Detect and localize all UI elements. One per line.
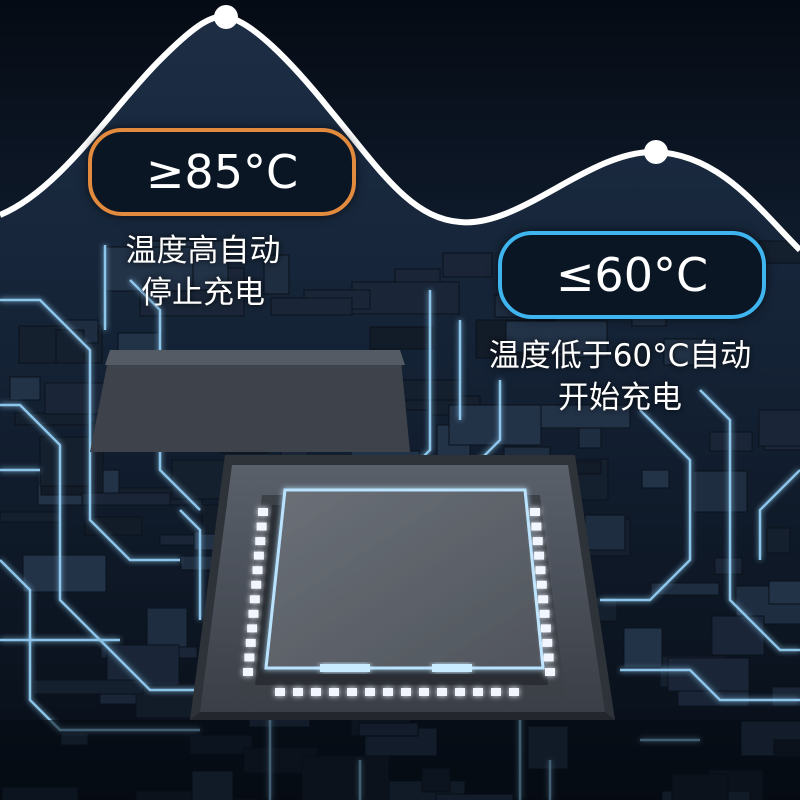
processor-chip-illustration	[190, 455, 615, 720]
caption-line: 停止充电	[141, 275, 265, 311]
high-temperature-badge: ≥85°C	[88, 128, 356, 216]
caption-line: 温度高自动	[125, 233, 281, 269]
high-temperature-caption: 温度高自动 停止充电	[88, 230, 318, 314]
caption-line: 温度低于60°C自动	[488, 338, 752, 374]
secondary-chip	[90, 350, 410, 452]
curve-sky-fill	[0, 0, 800, 250]
caption-line: 开始充电	[558, 380, 682, 416]
curve-peak-dot	[214, 5, 238, 29]
curve-low-dot	[644, 140, 668, 164]
low-temperature-caption: 温度低于60°C自动 开始充电	[455, 335, 785, 419]
low-temperature-badge: ≤60°C	[498, 231, 766, 319]
bottom-shadow	[0, 720, 800, 800]
